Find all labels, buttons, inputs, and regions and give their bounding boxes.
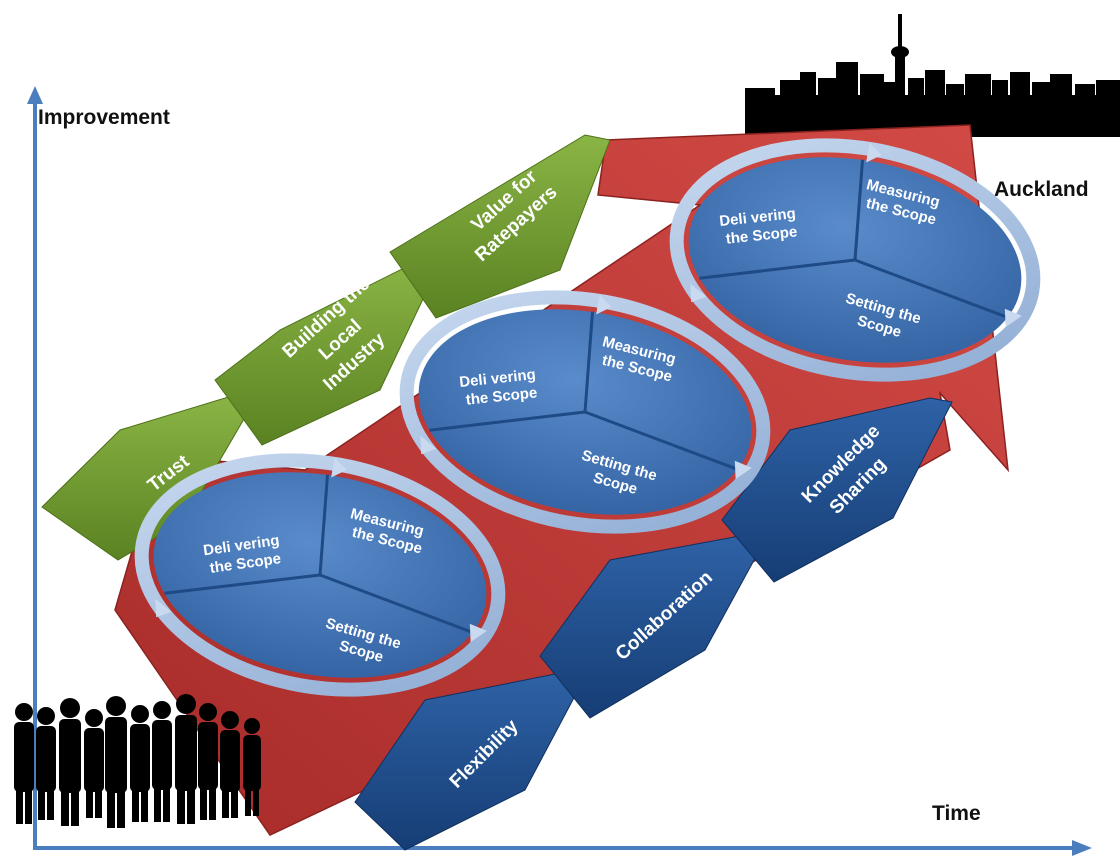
cycle-arrowhead-icon — [155, 598, 172, 618]
cycle-disc-2 — [399, 290, 771, 534]
cycle-3-labels: Deli vering the Scope Measuring the Scop… — [718, 176, 941, 341]
green-arrow-value-for-ratepayers: Value for Ratepayers — [389, 134, 611, 319]
cycle-arrowhead-icon — [420, 435, 437, 455]
city-label: Auckland — [994, 178, 1089, 201]
people-silhouettes-icon — [14, 694, 261, 828]
cycle-disc-1 — [134, 453, 506, 697]
cycle-arrowhead-icon — [866, 142, 882, 163]
blue-arrow-collaboration: Collaboration — [539, 534, 766, 719]
blue-arrow-flexibility: Flexibility — [354, 671, 586, 851]
x-axis-arrowhead-icon — [1072, 840, 1092, 856]
cycle-disc-3 — [669, 138, 1041, 382]
cycle-arrowhead-icon — [1004, 308, 1022, 328]
blue-arrows: Flexibility Collaboration Knowledge Shar… — [354, 397, 953, 851]
cycle-arrowhead-icon — [596, 294, 612, 315]
y-axis-arrowhead-icon — [27, 86, 43, 104]
cycle-arrowhead-icon — [469, 623, 487, 643]
y-axis-label: Improvement — [38, 106, 170, 129]
blue-arrow-knowledge-sharing: Knowledge Sharing — [721, 397, 953, 583]
axes: Improvement Time Auckland — [27, 86, 1092, 856]
cycle-arrowhead-icon — [331, 457, 347, 478]
cycle-arrowhead-icon — [690, 283, 707, 303]
city-skyline-icon — [745, 14, 1120, 137]
cycle-arrowhead-icon — [734, 460, 752, 480]
x-axis-label: Time — [932, 802, 981, 825]
